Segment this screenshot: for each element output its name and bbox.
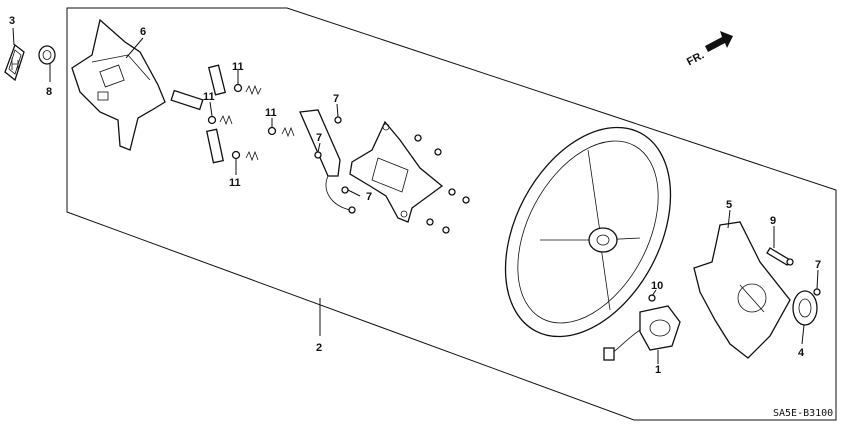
contact-plate-group [170,64,295,164]
callout-1: 1 [655,364,661,376]
diagram-code: SA5E-B3100 [773,408,833,419]
callout-6: 6 [140,26,146,38]
callout-2: 2 [316,342,322,354]
callout-8: 8 [46,86,52,98]
callout-5: 5 [726,199,732,211]
horn-bracket-part [299,109,356,214]
callout-3: 3 [9,15,15,27]
leader-lines [12,27,819,364]
callout-11-mid: 11 [265,107,277,119]
steering-wheel-part [504,126,672,338]
callout-10: 10 [651,280,663,292]
callout-4: 4 [798,347,805,359]
horn-pad-part [71,18,166,151]
front-direction-label: FR. [685,49,706,68]
emblem-part [4,43,25,82]
callout-7-top: 7 [333,93,339,105]
callout-9: 9 [770,215,776,227]
rear-cover-part [693,221,791,359]
fastener-group-right [414,134,470,234]
callout-11-left: 11 [203,91,215,103]
horn-plate-part [349,120,444,223]
bolt-part [766,247,794,266]
assembly-outline [66,7,837,421]
slip-ring-part [792,288,821,326]
callout-11-top: 11 [232,61,244,73]
direction-arrow-icon [705,31,733,52]
callout-11-bottom: 11 [229,177,241,189]
front-direction-arrow: FR. [685,31,733,68]
callout-7-mid: 7 [316,132,322,144]
callout-7-right: 7 [815,259,821,271]
nut-part [38,45,56,65]
callout-7-low: 7 [366,191,372,203]
cable-reel-part [603,294,681,361]
